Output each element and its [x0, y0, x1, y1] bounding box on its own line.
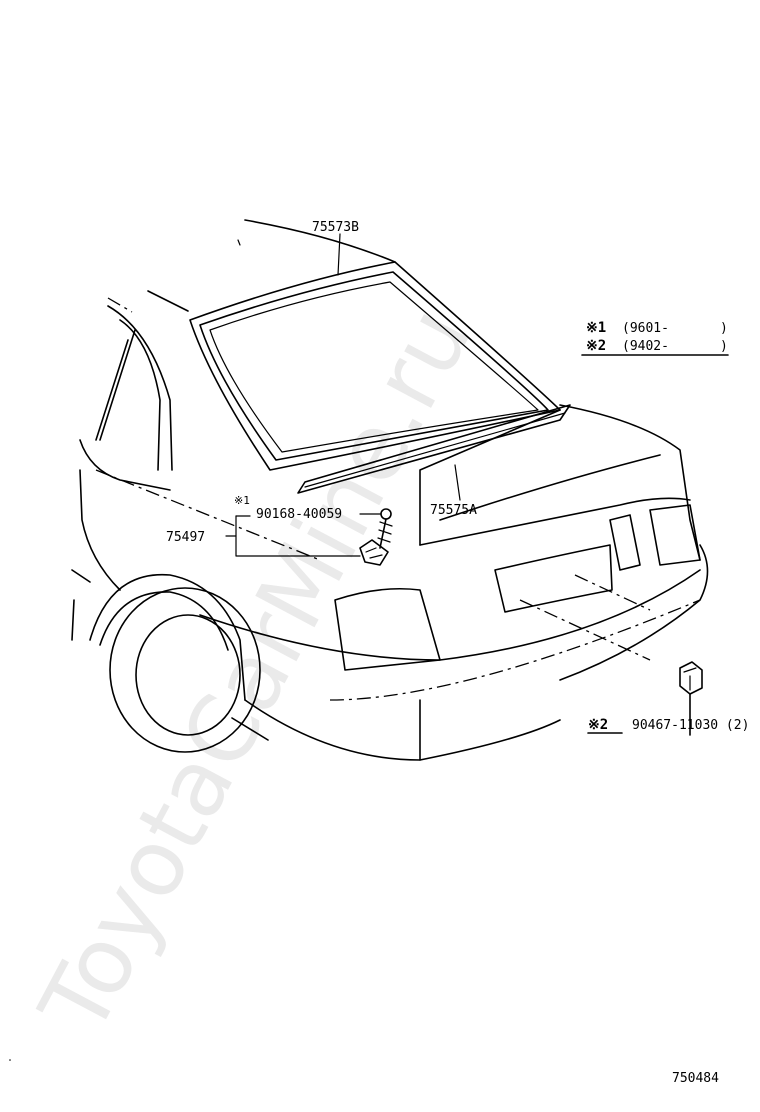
stray-dot: [9, 1059, 11, 1061]
car-body-drawing: [71, 219, 709, 761]
clip-bolt-part[interactable]: [377, 508, 393, 549]
rear-window-molding[interactable]: [189, 261, 571, 494]
side-clip-note-marker: ※2: [588, 717, 608, 733]
part-label-clip-assembly: 75497: [166, 530, 205, 545]
legend-row2-range: (9402-: [622, 339, 669, 354]
part-label-upper-molding: 75573B: [312, 220, 359, 235]
legend-row2-mark: ※2: [586, 338, 606, 354]
part-label-clip-bolt: 90168-40059: [256, 507, 342, 522]
legend-row1-close: ): [720, 321, 728, 336]
legend-row1-range: (9601-: [622, 321, 669, 336]
leader-lines: [225, 233, 729, 734]
diagram-id-label: 750484: [672, 1071, 719, 1086]
watermark-text: ToyotaCarMine.ru: [19, 290, 491, 1051]
legend-row1-mark: ※1: [586, 320, 606, 336]
part-label-lower-molding: 75575A: [430, 503, 477, 518]
clip-assembly-part[interactable]: [359, 539, 389, 566]
legend-row2-close: ): [720, 339, 728, 354]
side-clip-part[interactable]: [679, 661, 703, 736]
part-label-side-clip: 90467-11030 (2): [632, 718, 749, 733]
clip-note-marker: ※1: [234, 494, 250, 507]
applicability-legend: ※1 (9601- ) ※2 (9402- ): [586, 320, 728, 354]
